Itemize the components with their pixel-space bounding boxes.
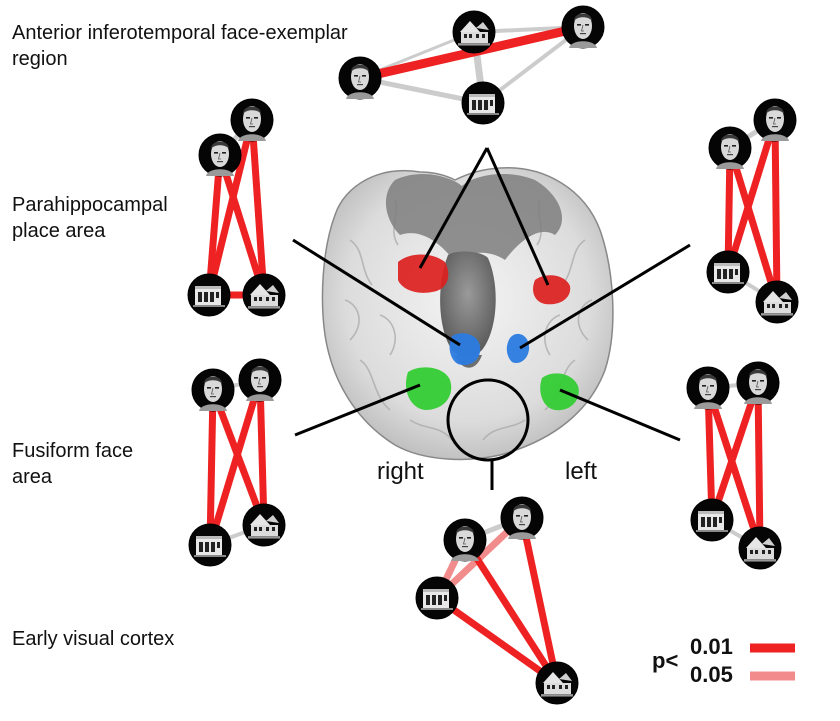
face-1-icon [708, 126, 752, 170]
roi-aif-right [398, 254, 449, 293]
label-ppa-line2: place area [12, 220, 106, 242]
panel-evc [415, 496, 579, 705]
label-ppa-line1: Parahippocampal [12, 194, 168, 216]
pointer-ffa-right [294, 383, 421, 437]
panel-ppa-left [706, 98, 799, 324]
house-2-icon [738, 526, 782, 570]
house-1-icon [187, 273, 231, 317]
face-1-icon [198, 133, 242, 177]
face-1-icon [686, 366, 730, 410]
legend-value-strong: 0.01 [690, 634, 733, 659]
label-ppa: Parahippocampal place area [12, 192, 168, 244]
panel-ffa-left [686, 361, 782, 570]
house-2-icon [755, 280, 799, 324]
roi-ffa-right [405, 367, 452, 410]
evc-circle [446, 378, 530, 462]
pointer-lines [292, 147, 691, 490]
brain-illustration [321, 167, 614, 462]
roi-ppa-left [506, 333, 530, 364]
face-2-icon [561, 5, 605, 49]
label-ffa: Fusiform face area [12, 438, 133, 490]
roi-ppa-right [449, 333, 481, 366]
pointer-ppa-right [292, 238, 461, 347]
frontal-lobe [385, 173, 563, 262]
pointer-aif-left [485, 147, 550, 286]
brainstem [440, 251, 496, 358]
house-2-icon [242, 273, 286, 317]
roi-aif-left [533, 275, 571, 305]
label-evc: Early visual cortex [12, 628, 175, 650]
label-aif-line2: region [12, 48, 68, 70]
legend-value-weak: 0.05 [690, 662, 733, 687]
house-2-icon [242, 503, 286, 547]
label-ffa-line1: Fusiform face [12, 440, 134, 462]
face-2-icon [238, 358, 282, 402]
roi-ffa-left [540, 373, 579, 411]
house-1-icon [461, 81, 505, 125]
panel-ppa-right [187, 98, 286, 317]
panel-ffa-right [188, 358, 286, 567]
label-aif: Anterior inferotemporal face-exemplar re… [12, 20, 348, 72]
pointer-ppa-left [519, 243, 691, 350]
face-2-icon [736, 361, 780, 405]
label-ffa-line2: area [12, 466, 53, 488]
legend-swatches [750, 643, 795, 681]
house-1-icon [415, 576, 459, 620]
face-2-icon [230, 98, 274, 142]
legend-p-prefix: p< [652, 648, 679, 673]
house-1-icon [706, 250, 750, 294]
label-aif-line1: Anterior inferotemporal face-exemplar [12, 22, 348, 44]
face-1-icon [191, 368, 235, 412]
house-1-icon [188, 523, 232, 567]
face-2-icon [500, 496, 544, 540]
panel-aif [338, 5, 605, 125]
pointer-ffa-left [559, 388, 681, 442]
house-1-icon [690, 498, 734, 542]
house-2-icon [535, 661, 579, 705]
hemisphere-left-label: left [565, 458, 598, 485]
pointer-aif-right [418, 147, 489, 269]
hemisphere-right-label: right [377, 458, 424, 485]
face-2-icon [753, 98, 797, 142]
house-2-icon [452, 10, 496, 54]
face-1-icon [443, 518, 487, 562]
